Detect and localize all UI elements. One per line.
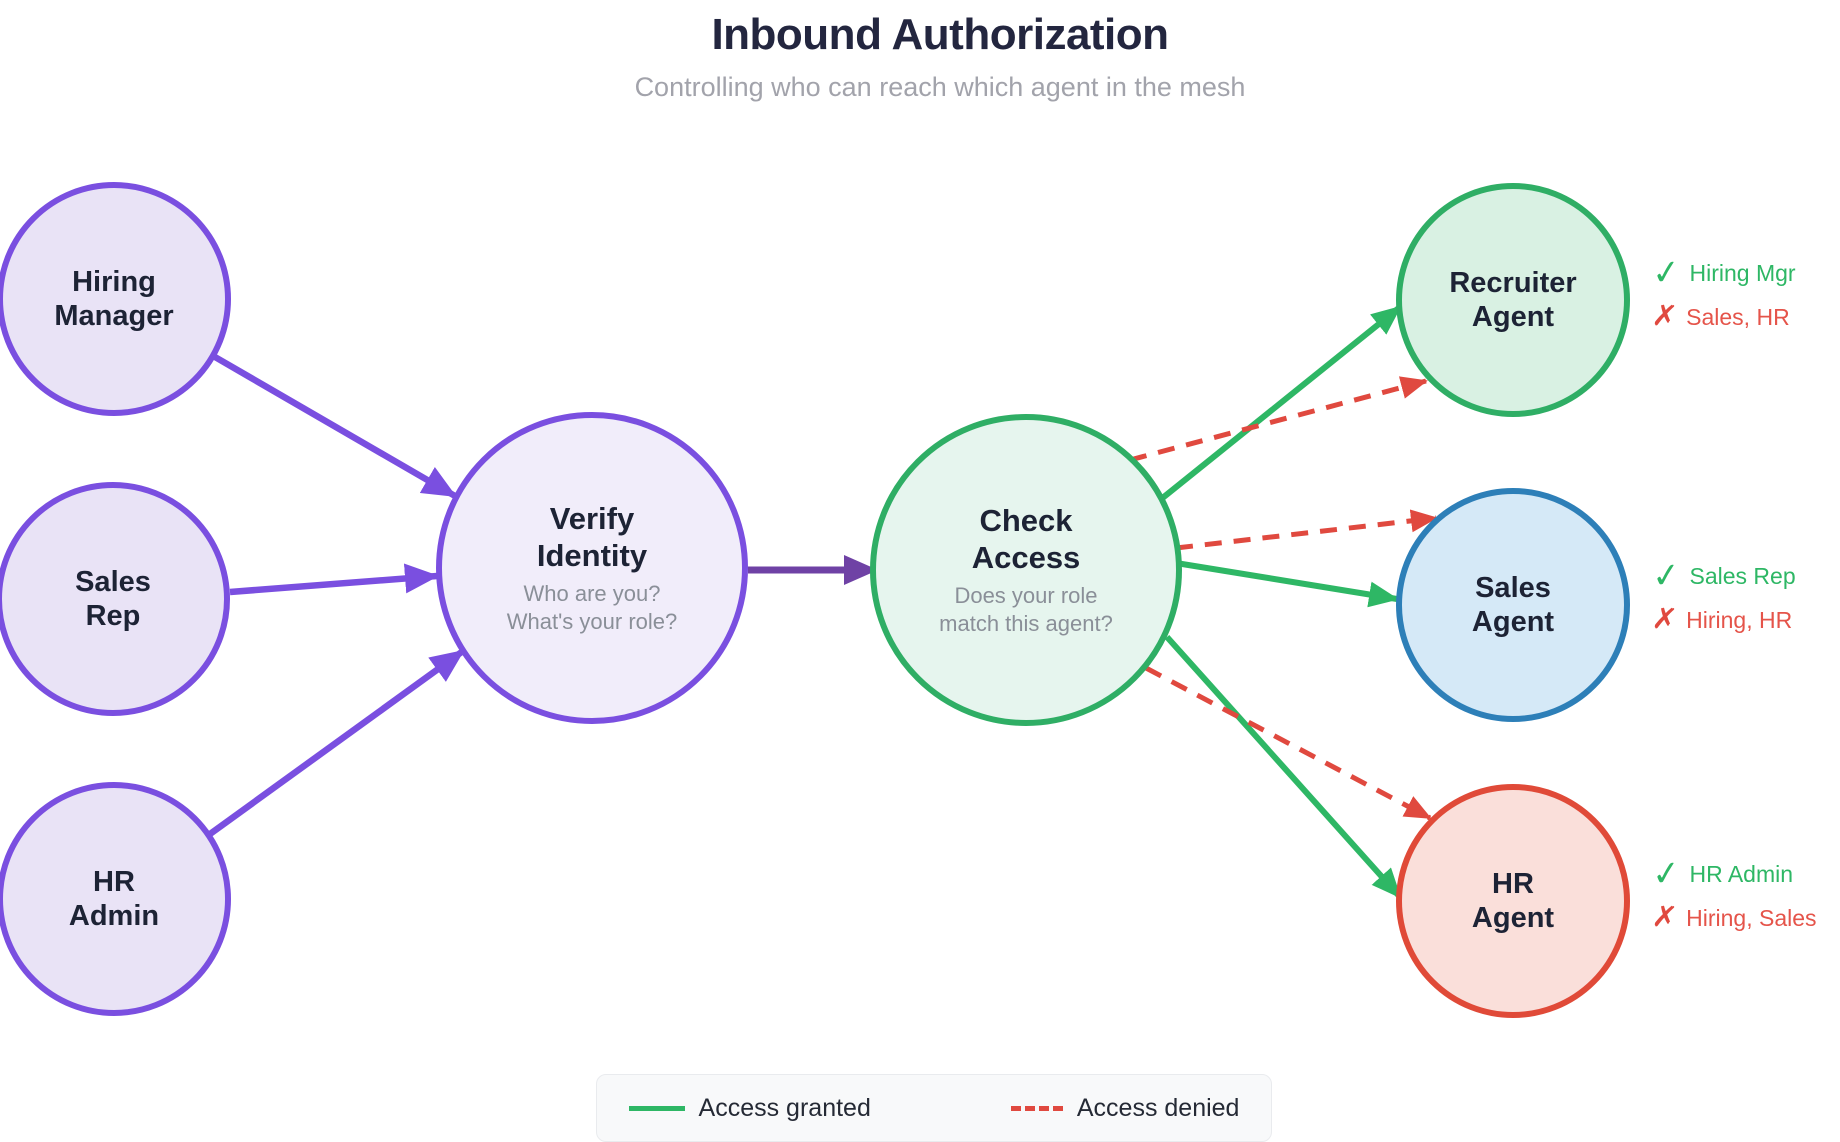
page-subtitle: Controlling who can reach which agent in… <box>634 72 1246 102</box>
node-recruiter-agent: Recruiter Agent <box>1396 183 1630 417</box>
edge-hr-admin-to-verify <box>208 648 465 837</box>
node-label-line: Access <box>971 540 1081 575</box>
edge-granted-sales <box>1175 560 1399 608</box>
node-check-access: Check Access Does your role match this a… <box>870 414 1182 726</box>
node-subtext-line: match this agent? <box>939 611 1113 636</box>
node-label-line: Agent <box>1471 301 1555 333</box>
edge-hiring-manager-to-verify <box>213 354 457 499</box>
node-label-line: Rep <box>85 600 141 632</box>
page-title: Inbound Authorization <box>711 10 1169 59</box>
granted-row: ✓ HR Admin <box>1650 853 1817 895</box>
edge-sales-rep-to-verify <box>229 563 439 596</box>
node-subtext-line: Does your role <box>954 583 1098 608</box>
node-label-line: Agent <box>1471 902 1555 934</box>
annotation-sales: ✓ Sales Rep ✗ Hiring, HR <box>1650 555 1796 638</box>
node-hr-admin: HR Admin <box>0 782 231 1016</box>
node-label-line: Admin <box>68 900 160 932</box>
legend-denied-label: Access denied <box>1076 1094 1240 1122</box>
legend-granted-label: Access granted <box>698 1094 871 1122</box>
edge-granted-hr <box>1164 634 1403 900</box>
annotation-hr: ✓ HR Admin ✗ Hiring, Sales <box>1650 853 1817 936</box>
cross-icon: ✗ <box>1650 298 1679 335</box>
edge-denied-sales <box>1175 509 1438 551</box>
denied-roles: Hiring, HR <box>1686 607 1793 633</box>
check-icon: ✓ <box>1650 555 1683 597</box>
denied-row: ✗ Hiring, Sales <box>1650 899 1817 936</box>
node-label-line: Identity <box>536 538 648 573</box>
granted-roles: Sales Rep <box>1689 563 1796 589</box>
node-label-line: HR <box>1492 868 1534 900</box>
edge-denied-recruiter <box>1129 376 1428 463</box>
granted-line-sample <box>628 1105 685 1111</box>
cross-icon: ✗ <box>1650 899 1679 936</box>
check-icon: ✓ <box>1650 252 1683 294</box>
granted-roles: HR Admin <box>1689 861 1794 887</box>
node-label-line: Verify <box>549 501 635 536</box>
header: Inbound Authorization Controlling who ca… <box>20 10 1840 102</box>
granted-row: ✓ Sales Rep <box>1650 555 1796 597</box>
legend-item-denied: Access denied <box>1010 1094 1240 1122</box>
node-verify-identity: Verify Identity Who are you? What's your… <box>436 412 748 724</box>
legend: Access granted Access denied <box>596 1074 1272 1142</box>
node-label-line: Sales <box>1475 572 1551 604</box>
node-label-line: Check <box>979 503 1073 538</box>
check-icon: ✓ <box>1650 853 1683 895</box>
denied-row: ✗ Hiring, HR <box>1650 601 1796 638</box>
cross-icon: ✗ <box>1650 601 1679 638</box>
granted-roles: Hiring Mgr <box>1689 260 1796 286</box>
node-sales-rep: Sales Rep <box>0 482 230 716</box>
denied-row: ✗ Sales, HR <box>1650 298 1796 335</box>
edge-denied-hr <box>1144 665 1432 821</box>
denied-line-sample <box>1010 1105 1063 1111</box>
node-label-line: Recruiter <box>1449 267 1577 299</box>
granted-row: ✓ Hiring Mgr <box>1650 252 1796 294</box>
node-label-line: Sales <box>75 566 151 598</box>
node-label-line: HR <box>93 866 135 898</box>
denied-roles: Hiring, Sales <box>1686 905 1817 931</box>
node-hr-agent: HR Agent <box>1396 784 1630 1018</box>
node-label-line: Agent <box>1471 606 1555 638</box>
denied-roles: Sales, HR <box>1686 304 1790 330</box>
node-label-line: Manager <box>54 300 174 332</box>
annotation-recruiter: ✓ Hiring Mgr ✗ Sales, HR <box>1650 252 1796 335</box>
node-subtext-line: Who are you? <box>523 581 661 606</box>
legend-item-granted: Access granted <box>628 1094 871 1122</box>
edge-granted-recruiter <box>1158 304 1402 503</box>
node-label-line: Hiring <box>72 266 156 298</box>
node-sales-agent: Sales Agent <box>1396 488 1630 722</box>
node-hiring-manager: Hiring Manager <box>0 182 231 416</box>
node-subtext-line: What's your role? <box>506 609 678 634</box>
